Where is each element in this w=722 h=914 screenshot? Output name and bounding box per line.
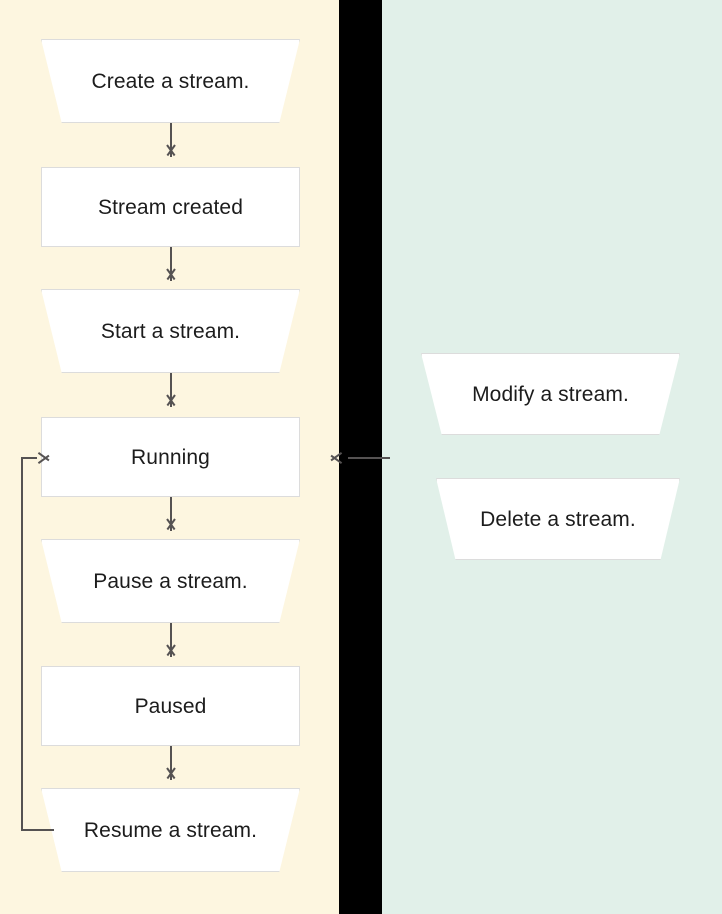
arrowhead-down-icon [163,519,179,530]
node-stream-created[interactable]: Stream created [41,167,300,247]
connector-operations-to-running [348,457,390,459]
connector-paused-to-resume [170,746,172,780]
connector-resume-to-running-horizontal [21,829,54,831]
node-paused[interactable]: Paused [41,666,300,746]
trapezoid-shape [436,478,680,560]
connector-pause-to-paused [170,623,172,657]
connector-start-to-running [170,373,172,407]
trapezoid-shape [41,289,300,373]
node-label: Running [131,445,210,469]
node-label: Paused [134,694,207,718]
trapezoid-shape [421,353,680,435]
node-label: Modify a stream. [472,382,629,406]
arrowhead-down-icon [163,768,179,779]
connector-created-to-start [170,247,172,281]
trapezoid-shape [41,539,300,623]
connector-running-to-pause [170,497,172,531]
arrowhead-down-icon [163,145,179,156]
arrowhead-down-icon [163,395,179,406]
node-create-a-stream[interactable]: Create a stream. [41,39,300,123]
node-label: Resume a stream. [83,818,258,842]
node-label: Pause a stream. [93,569,248,593]
node-running[interactable]: Running [41,417,300,497]
node-label: Start a stream. [100,319,241,343]
stream-operations-lane [382,0,722,914]
node-pause-a-stream[interactable]: Pause a stream. [41,539,300,623]
node-modify-a-stream[interactable]: Modify a stream. [421,353,680,435]
arrowhead-right-icon [28,450,39,466]
connector-create-to-created [170,123,172,157]
node-label: Delete a stream. [480,507,636,531]
node-label: Stream created [98,195,243,219]
arrowhead-down-icon [163,269,179,280]
arrowhead-down-icon [163,645,179,656]
node-start-a-stream[interactable]: Start a stream. [41,289,300,373]
connector-resume-to-running-vertical [21,457,23,831]
node-label: Create a stream. [91,69,250,93]
node-delete-a-stream[interactable]: Delete a stream. [436,478,680,560]
arrowhead-left-icon [341,450,352,466]
node-resume-a-stream[interactable]: Resume a stream. [41,788,300,872]
